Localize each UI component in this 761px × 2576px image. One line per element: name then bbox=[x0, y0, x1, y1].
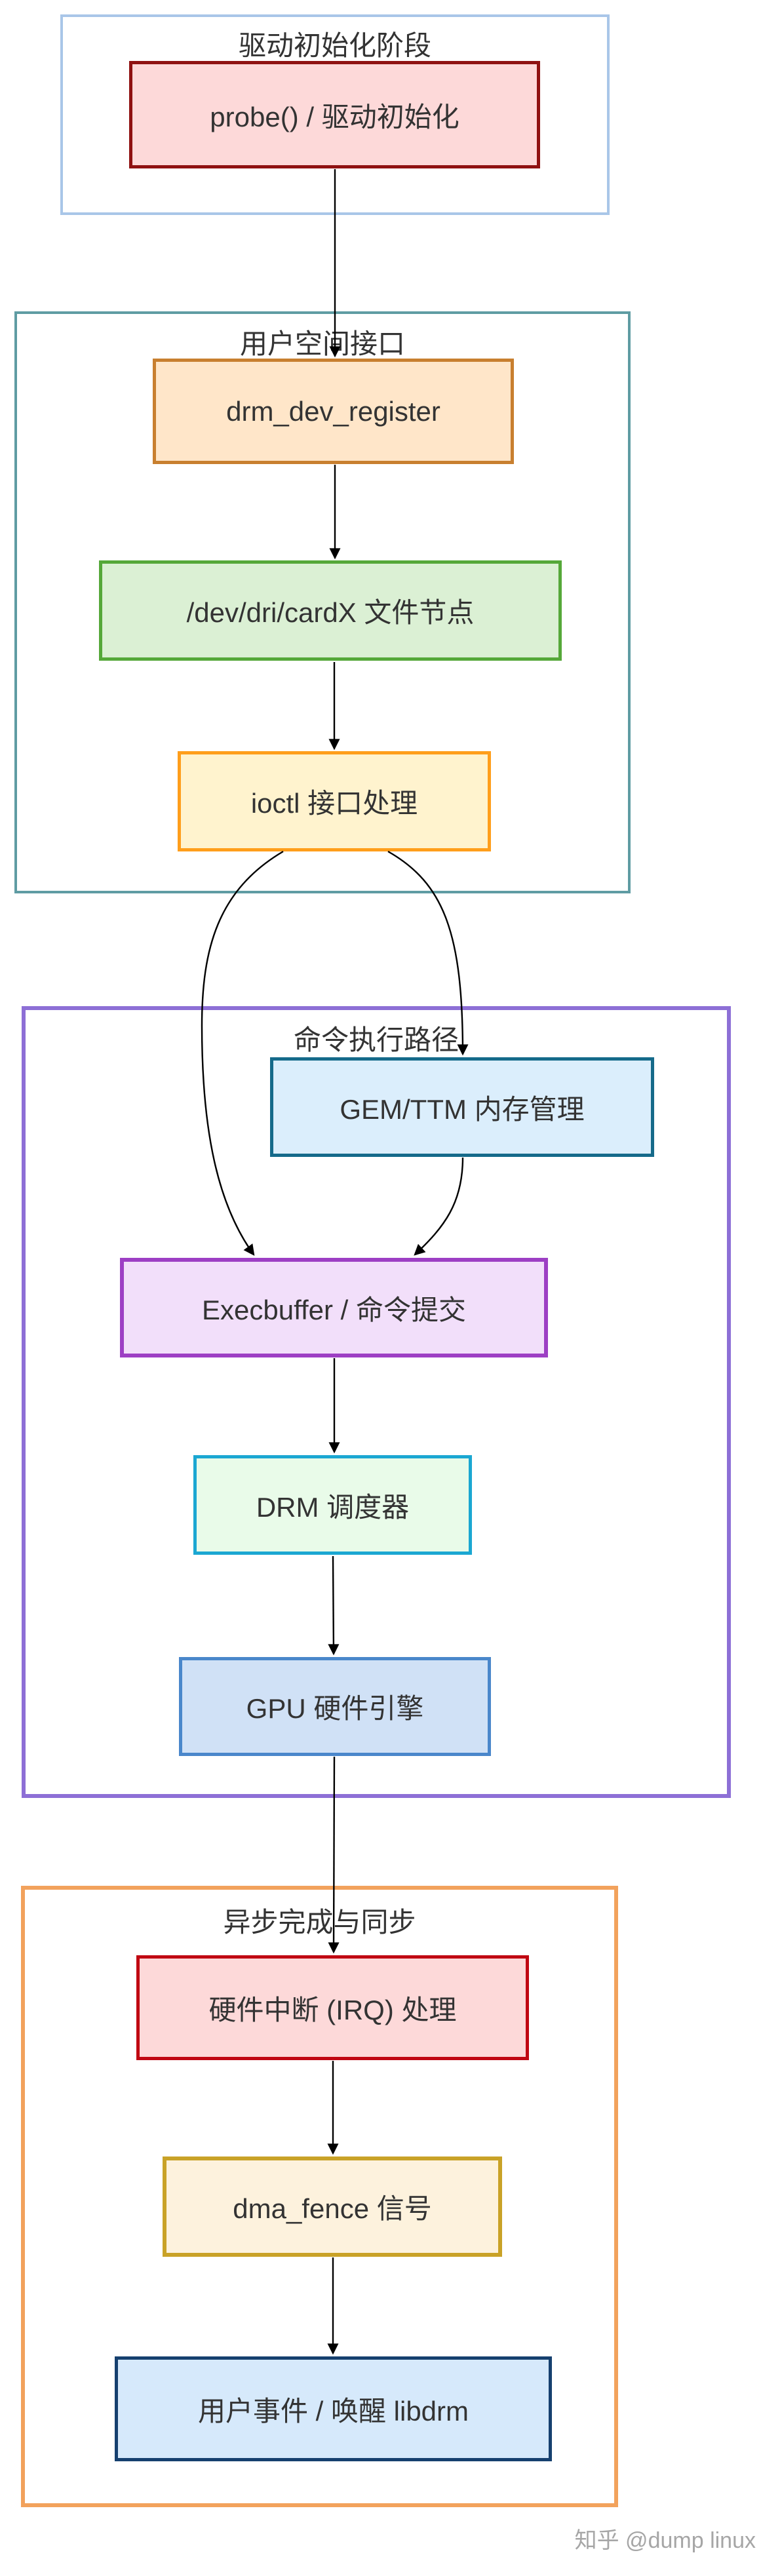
node-user-event-libdrm-label: 用户事件 / 唤醒 libdrm bbox=[197, 2395, 469, 2427]
node-drm-scheduler: DRM 调度器 bbox=[193, 1455, 472, 1555]
node-probe-label: probe() / 驱动初始化 bbox=[210, 101, 459, 132]
watermark: 知乎 @dump linux bbox=[574, 2528, 756, 2553]
node-execbuffer: Execbuffer / 命令提交 bbox=[120, 1258, 548, 1357]
node-ioctl: ioctl 接口处理 bbox=[178, 751, 491, 851]
node-card-file-node-label: /dev/dri/cardX 文件节点 bbox=[186, 597, 475, 628]
node-irq-handler: 硬件中断 (IRQ) 处理 bbox=[136, 1955, 529, 2060]
node-gpu-engine-label: GPU 硬件引擎 bbox=[246, 1693, 424, 1724]
group-driver-init-title: 驱动初始化阶段 bbox=[238, 30, 431, 61]
node-execbuffer-label: Execbuffer / 命令提交 bbox=[201, 1294, 467, 1325]
node-drm-dev-register-label: drm_dev_register bbox=[226, 395, 440, 427]
node-card-file-node: /dev/dri/cardX 文件节点 bbox=[99, 560, 562, 661]
node-drm-dev-register: drm_dev_register bbox=[153, 359, 514, 464]
node-gem-ttm: GEM/TTM 内存管理 bbox=[270, 1057, 654, 1157]
group-async-completion-title: 异步完成与同步 bbox=[223, 1907, 416, 1938]
group-command-path-title: 命令执行路径 bbox=[293, 1025, 459, 1055]
node-irq-handler-label: 硬件中断 (IRQ) 处理 bbox=[208, 1994, 457, 2025]
node-probe: probe() / 驱动初始化 bbox=[129, 61, 540, 168]
group-userspace-interface-title: 用户空间接口 bbox=[239, 328, 405, 359]
node-dma-fence: dma_fence 信号 bbox=[163, 2156, 502, 2257]
node-ioctl-label: ioctl 接口处理 bbox=[250, 788, 418, 819]
node-user-event-libdrm: 用户事件 / 唤醒 libdrm bbox=[115, 2356, 552, 2461]
node-drm-scheduler-label: DRM 调度器 bbox=[256, 1491, 410, 1523]
node-gem-ttm-label: GEM/TTM 内存管理 bbox=[340, 1093, 585, 1125]
node-dma-fence-label: dma_fence 信号 bbox=[233, 2193, 432, 2224]
node-gpu-engine: GPU 硬件引擎 bbox=[179, 1657, 491, 1756]
